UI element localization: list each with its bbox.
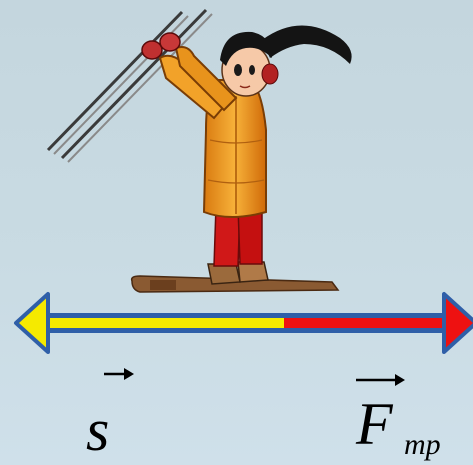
skier-girl-with-poles-icon — [46, 8, 352, 293]
left-arrowhead-icon — [14, 292, 50, 354]
friction-force-label: F — [356, 391, 393, 457]
friction-force-subscript: mp — [404, 428, 441, 461]
right-arrowhead-icon — [442, 292, 473, 354]
displacement-arrow-fill — [44, 318, 286, 328]
friction-arrow-fill — [284, 318, 444, 328]
displacement-vector-label: s — [86, 397, 110, 463]
friction-vector-hat-icon — [356, 374, 405, 386]
force-arrows — [14, 292, 473, 354]
displacement-vector-hat-icon — [104, 368, 134, 380]
